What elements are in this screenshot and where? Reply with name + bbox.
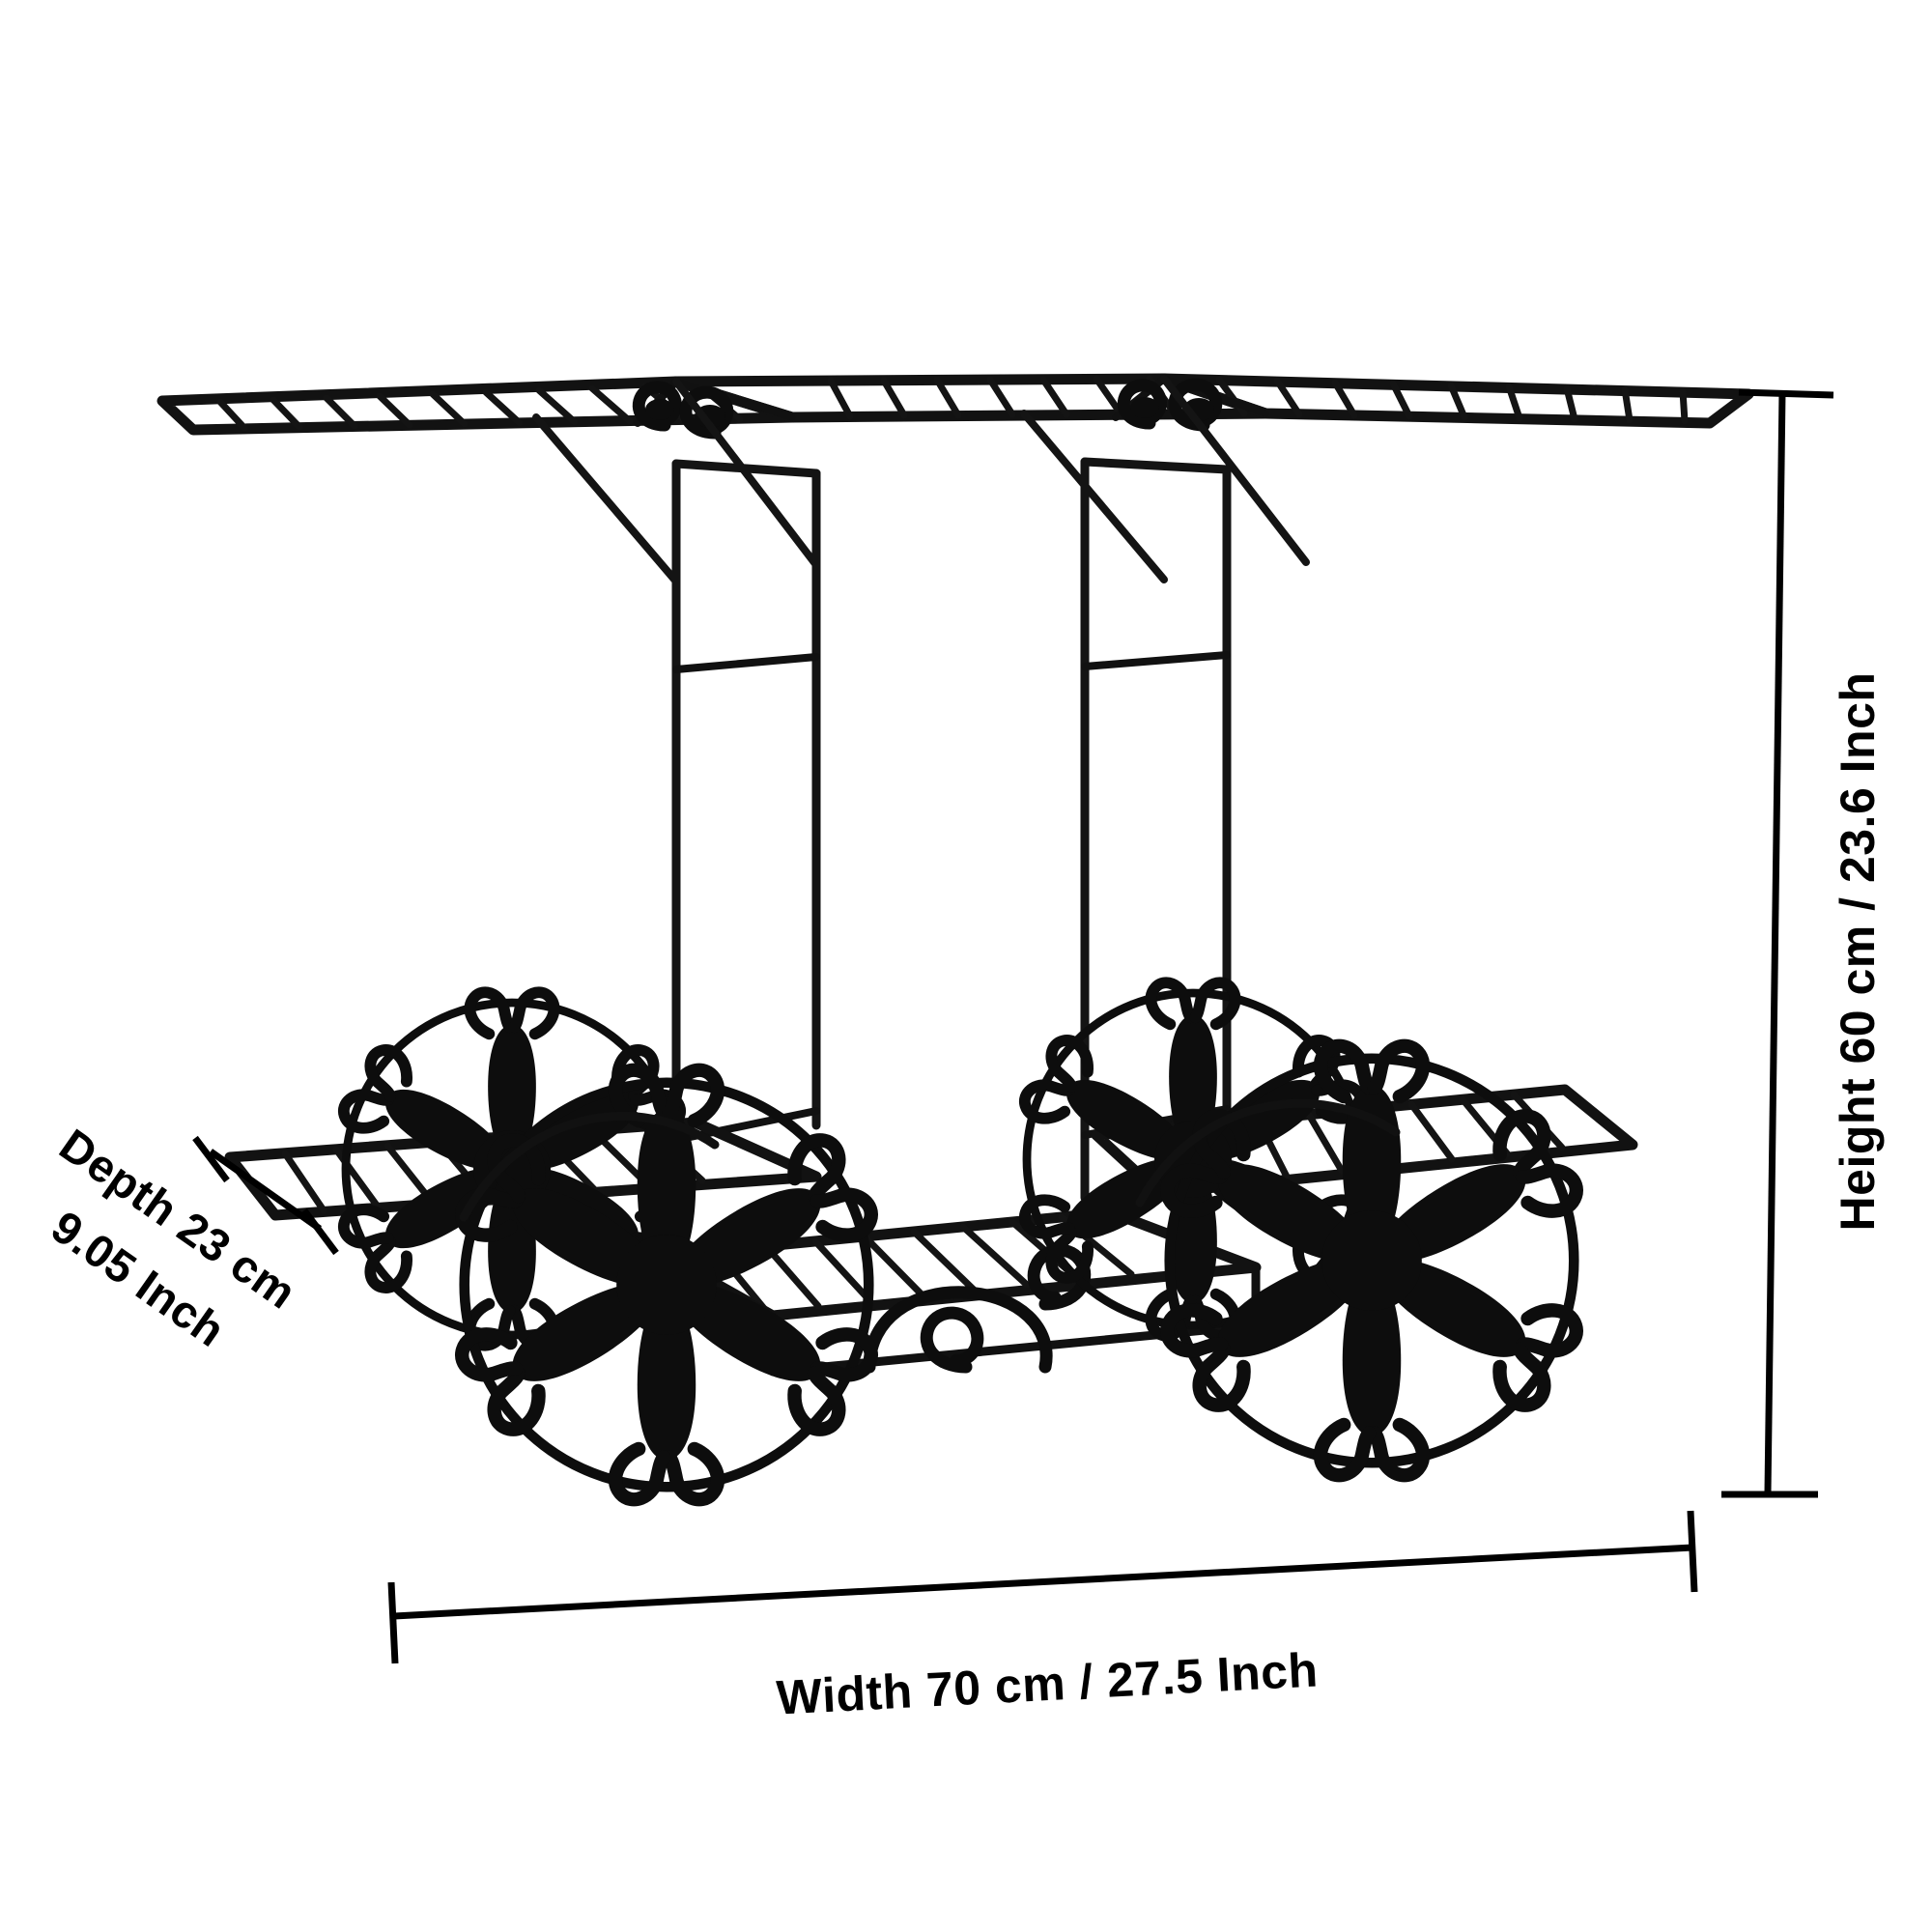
corner-scroll-right bbox=[1112, 375, 1223, 432]
wheel-support-arcs bbox=[459, 1098, 1401, 1222]
width-tick-left bbox=[387, 1581, 399, 1664]
top-shelf-slats-right bbox=[1215, 376, 1689, 425]
front-right-wheel bbox=[1160, 1046, 1583, 1475]
depth-tick-top bbox=[192, 1135, 230, 1183]
height-label: Height 60 cm / 23.6 Inch bbox=[1831, 672, 1885, 1232]
depth-tick-bottom bbox=[301, 1208, 339, 1256]
height-dimension: Height 60 cm / 23.6 Inch bbox=[1721, 388, 1885, 1498]
width-tick-right bbox=[1687, 1510, 1698, 1593]
width-dimension-line bbox=[393, 1544, 1693, 1620]
corner-scroll-left bbox=[632, 378, 734, 440]
front-left-wheel bbox=[455, 1070, 878, 1499]
depth-dimension-line bbox=[208, 1149, 323, 1232]
height-tick-top bbox=[1738, 388, 1834, 399]
product-cart bbox=[156, 373, 1754, 1499]
top-shelf-braces bbox=[532, 375, 1310, 585]
height-dimension-line bbox=[1764, 391, 1786, 1493]
